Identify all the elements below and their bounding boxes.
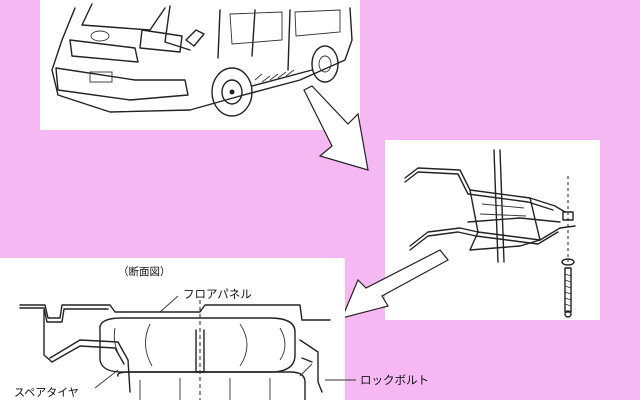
lock-bolt-label: ロックボルト	[360, 373, 429, 387]
tire-carrier-panel	[385, 140, 600, 320]
cross-section-drawing	[19, 295, 331, 400]
floor-panel-label: フロアパネル	[183, 287, 252, 301]
arrow-van-to-carrier	[303, 85, 369, 171]
spare-tire-label: スペアタイヤ	[14, 386, 79, 399]
cross-section-panel	[0, 258, 345, 400]
van-illustration-panel	[40, 0, 360, 130]
van-illustration	[51, 3, 353, 117]
arrow-carrier-to-section	[340, 249, 449, 319]
spare-tire-carrier-drawing	[404, 149, 576, 318]
section-heading: （断面図）	[118, 265, 171, 278]
